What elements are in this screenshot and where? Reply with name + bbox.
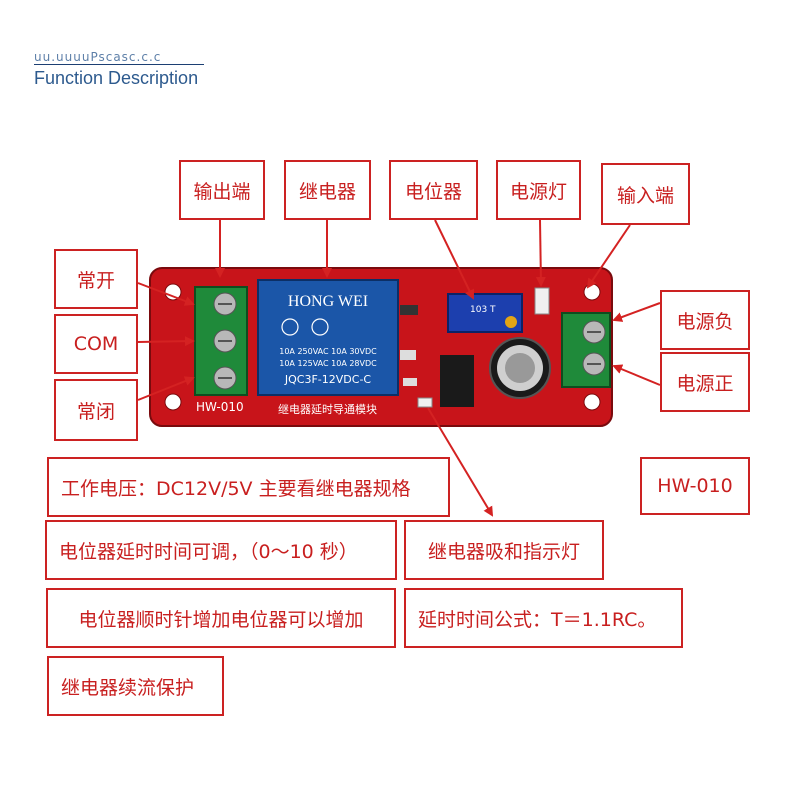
note-relay-indicator: 继电器吸和指示灯 <box>404 520 604 580</box>
relay: HONG WEI 10A 250VAC 10A 30VDC 10A 125VAC… <box>257 279 399 396</box>
label-output-terminal: 输出端 <box>179 160 265 220</box>
label-potentiometer: 电位器 <box>389 160 478 220</box>
arrow-com <box>137 336 195 347</box>
note-delay-formula: 延时时间公式：T＝1.1RC。 <box>404 588 683 648</box>
board-name-silk: 继电器延时导通模块 <box>278 403 377 416</box>
output-terminal-block <box>194 286 248 396</box>
note-pot-clockwise: 电位器顺时针增加电位器可以增加 <box>46 588 396 648</box>
arrow-power-led <box>535 219 546 287</box>
relay-spec-1: 10A 250VAC 10A 30VDC <box>279 347 377 356</box>
header-rule <box>34 64 204 65</box>
label-power-led: 电源灯 <box>496 160 581 220</box>
relay-brand: HONG WEI <box>288 293 368 310</box>
label-normally-open: 常开 <box>54 249 138 309</box>
capacitor <box>489 337 551 399</box>
relay-indicator-led <box>417 397 433 408</box>
pot-label: 103 T <box>470 305 496 315</box>
ic-chip <box>440 355 474 407</box>
label-power-negative: 电源负 <box>660 290 750 350</box>
label-normally-closed: 常闭 <box>54 379 138 441</box>
arrow-potentiometer <box>434 219 474 300</box>
board-model-silk: HW-010 <box>196 400 244 414</box>
arrow-relay-indicator <box>427 407 494 517</box>
note-delay-adjustable: 电位器延时时间可调，（0～10 秒） <box>45 520 397 580</box>
note-flyback-protection: 继电器续流保护 <box>47 656 224 716</box>
input-terminal-block <box>561 312 611 388</box>
relay-model: JQC3F-12VDC-C <box>284 373 372 386</box>
label-com: COM <box>54 314 138 374</box>
note-model: HW-010 <box>640 457 750 515</box>
label-power-positive: 电源正 <box>660 352 750 412</box>
callout-arrows <box>137 219 661 517</box>
power-led <box>534 287 550 315</box>
arrow-power-positive <box>612 364 661 386</box>
note-working-voltage: 工作电压：DC12V/5V 主要看继电器规格 <box>47 457 450 517</box>
arrow-normally-closed <box>137 376 195 401</box>
label-input-terminal: 输入端 <box>601 163 690 225</box>
arrow-normally-open <box>137 282 195 306</box>
arrow-power-negative <box>612 302 661 322</box>
page-title: Function Description <box>34 68 199 88</box>
label-relay: 继电器 <box>284 160 371 220</box>
relay-spec-2: 10A 125VAC 10A 28VDC <box>279 359 377 368</box>
potentiometer: 103 T <box>447 293 523 333</box>
arrow-input-terminal <box>586 224 631 289</box>
header-top-text: uu.uuuuPscasc.c.c <box>34 50 162 64</box>
